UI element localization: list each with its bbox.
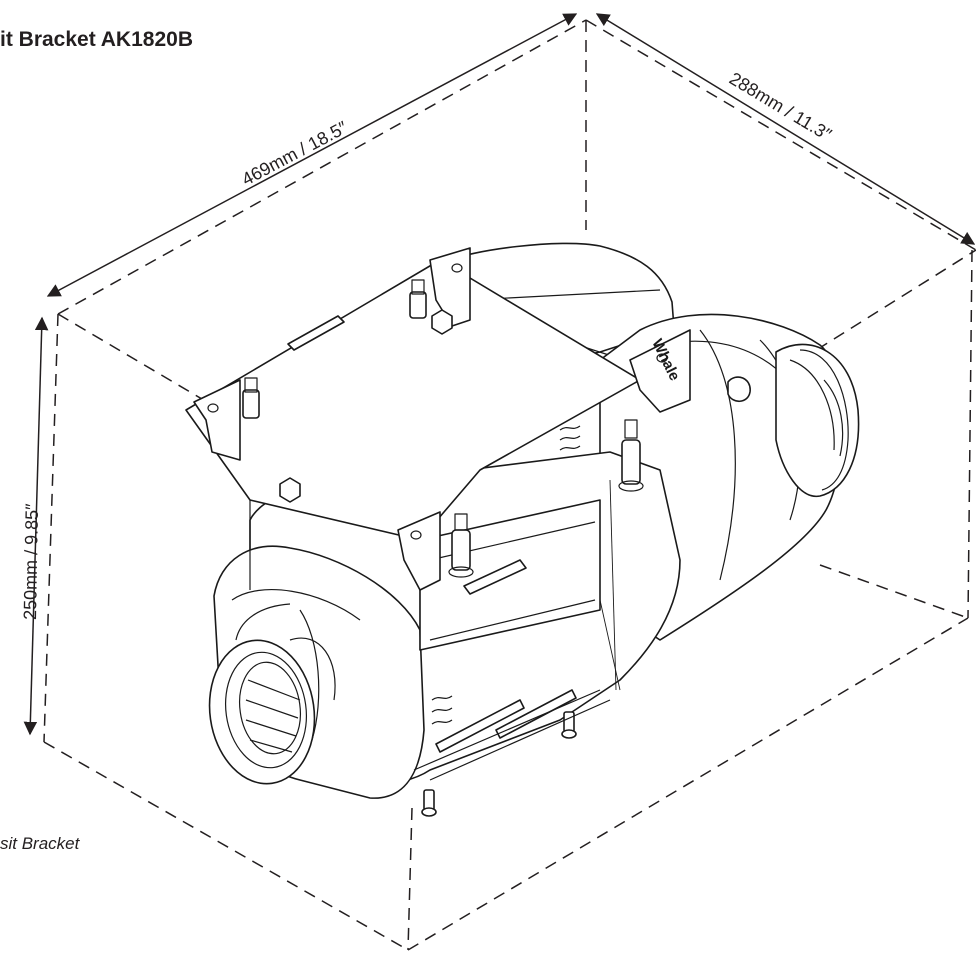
mounting-stud bbox=[448, 513, 474, 578]
drain-fitting bbox=[561, 711, 577, 739]
mounting-stud bbox=[409, 279, 427, 319]
dimension-width: 288mm / 11.3″ bbox=[595, 13, 976, 245]
figure-caption: sit Bracket bbox=[0, 834, 80, 853]
dimension-height: 250mm / 9.85″ bbox=[20, 316, 49, 736]
dimension-width-label: 288mm / 11.3″ bbox=[726, 68, 835, 145]
mounting-stud bbox=[618, 419, 644, 492]
drain-fitting bbox=[421, 789, 437, 817]
brand-emblem-icon bbox=[727, 376, 751, 403]
mounting-stud bbox=[242, 377, 260, 419]
dimension-length-label: 469mm / 18.5″ bbox=[238, 117, 351, 190]
air-heater: Whale bbox=[185, 242, 860, 817]
dimension-height-label: 250mm / 9.85″ bbox=[20, 503, 42, 620]
